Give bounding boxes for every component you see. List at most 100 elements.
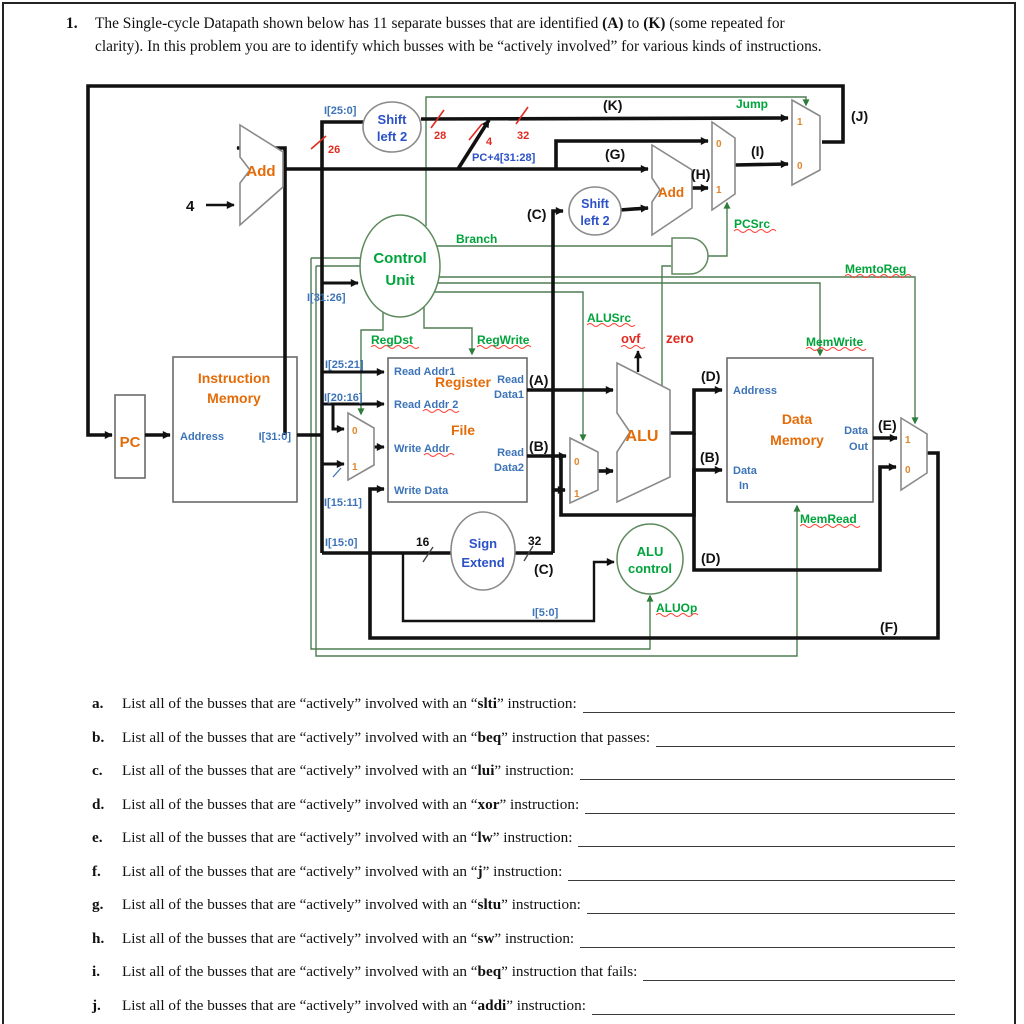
alusrc-signal-label: ALUSrc: [587, 311, 631, 325]
problem-text-seg: (some repeated for: [665, 15, 785, 32]
question-text-seg: List all of the busses that are “activel…: [122, 729, 478, 746]
question-text-seg: List all of the busses that are “activel…: [122, 930, 478, 947]
regdst-mux-1: 1: [352, 462, 358, 473]
instruction-memory-block: [172, 356, 298, 503]
alusrc-mux-1: 1: [574, 489, 580, 500]
answer-blank: [656, 730, 955, 747]
shift-left2-jump-oval: [362, 101, 422, 153]
problem-text-seg: The Single-cycle Datapath shown below ha…: [95, 15, 603, 32]
question-letter: g.: [92, 896, 104, 913]
question-text-seg: ” instruction:: [501, 896, 581, 913]
question-text: List all of the busses that are “activel…: [122, 997, 586, 1015]
alusrc-mux: [569, 436, 599, 505]
question-list: a. List all of the busses that are “activ…: [92, 692, 955, 1022]
instruction-name: slti: [477, 695, 497, 712]
sign-extend-label: Sign: [469, 536, 497, 551]
question-e: e.List all of the busses that are “activ…: [92, 826, 955, 847]
data-memory-label: Data: [782, 411, 813, 427]
question-c: c.List all of the busses that are “activ…: [92, 759, 955, 780]
function-units: [239, 98, 928, 595]
pc-label: PC: [120, 434, 141, 451]
question-d: d. List all of the busses that are “activ…: [92, 793, 955, 814]
control-unit-label2: Unit: [385, 272, 414, 289]
question-text: List all of the busses that are “activel…: [122, 896, 581, 914]
imem-out-port: I[31:0]: [259, 431, 292, 443]
instruction-name: lw: [477, 829, 493, 846]
question-text-seg: ” instruction:: [482, 863, 563, 880]
shift-left2-jump-label: Shift: [378, 112, 408, 127]
question-j: j.List all of the busses that are “activ…: [92, 994, 955, 1015]
regwrite-signal-label: RegWrite: [477, 333, 530, 347]
problem-text-seg: clarity). In this problem you are to ide…: [95, 37, 822, 55]
question-text-seg: ” instruction:: [499, 796, 580, 813]
pcsrc-mux: [711, 120, 736, 212]
question-text-seg: ” instruction:: [494, 930, 575, 947]
question-letter: a.: [92, 695, 104, 712]
instruction-name: j: [477, 863, 483, 880]
rf-read-addr2-port: Read Addr 2: [394, 399, 458, 411]
zero-wire: [661, 265, 671, 386]
question-letter: d.: [92, 796, 105, 813]
field-i15-11: I[15:11]: [324, 497, 362, 509]
bus-label-D: (D): [701, 368, 720, 384]
adder-pc4: [239, 123, 284, 227]
rf-read-addr1-port: Read Addr1: [394, 366, 455, 378]
question-text: List all of the busses that are “activel…: [122, 829, 572, 847]
pcsrc-signal-label: PCSrc: [734, 217, 770, 231]
dmem-data-out-port2: Out: [849, 441, 868, 453]
jump-mux: [791, 98, 821, 187]
question-text-seg: ” instruction that passes:: [501, 729, 651, 746]
question-text: List all of the busses that are “activel…: [122, 695, 577, 713]
width-32: 32: [517, 130, 529, 142]
memtoreg-mux: [900, 416, 928, 492]
bus-label-C: (C): [527, 206, 546, 222]
blocks: [114, 356, 874, 503]
question-text: List all of the busses that are “activel…: [122, 762, 574, 780]
bit-width-slashes: [310, 106, 534, 563]
bus-label-I: (I): [751, 143, 764, 159]
alusrc-mux-0: 0: [574, 457, 580, 468]
dmem-data-in-port: Data: [733, 465, 758, 477]
aluop-wire: [310, 257, 650, 650]
alu-result-bus-D: [670, 386, 723, 435]
rf-write-data-port: Write Data: [394, 485, 449, 497]
question-text-seg: List all of the busses that are “activel…: [122, 762, 478, 779]
shift-left2-branch-label: Shift: [581, 197, 610, 211]
answer-blank: [568, 864, 955, 881]
memread-signal-label: MemRead: [800, 512, 857, 526]
sign-extend-oval: [450, 511, 516, 591]
instruction-name: beq: [477, 729, 502, 746]
question-letter: b.: [92, 729, 105, 746]
question-letter: h.: [92, 930, 105, 947]
bus-label-F: (F): [880, 619, 898, 635]
sign-extend-label2: Extend: [461, 555, 504, 570]
branch-signal-label: Branch: [456, 232, 497, 246]
i20-16-to-mux-wire: [331, 404, 345, 433]
data-buses: [86, 84, 940, 640]
question-text-seg: List all of the busses that are “activel…: [122, 796, 478, 813]
sign-extend-out-bus-C: [515, 211, 563, 555]
control-unit-oval: [359, 214, 441, 318]
regdst-mux-0: 0: [352, 426, 358, 437]
question-h: h. List all of the busses that are “activ…: [92, 927, 955, 948]
question-text: List all of the busses that are “activel…: [122, 963, 637, 981]
bus-label-K: (K): [603, 97, 622, 113]
bus-label-B: (B): [529, 438, 548, 454]
question-b: b. List all of the busses that are “activ…: [92, 726, 955, 747]
question-text: List all of the busses that are “activel…: [122, 863, 562, 881]
question-text-seg: List all of the busses that are “activel…: [122, 695, 478, 712]
pcsrc-mux-1: 1: [716, 185, 722, 196]
regwrite-wire: [423, 307, 476, 356]
problem-statement: 1. The Single-cycle Datapath shown below…: [66, 13, 958, 58]
question-text: List all of the busses that are “activel…: [122, 796, 579, 814]
width-28: 28: [434, 130, 446, 142]
question-text-seg: List all of the busses that are “activel…: [122, 896, 478, 913]
question-text-seg: List all of the busses that are “activel…: [122, 829, 478, 846]
question-text-seg: ” instruction:: [492, 829, 573, 846]
question-text-seg: List all of the busses that are “activel…: [122, 963, 478, 980]
spellcheck-underlines: [370, 229, 912, 617]
question-letter: f.: [92, 863, 101, 880]
field-i15-0: I[15:0]: [325, 537, 358, 549]
zero-flag-label: zero: [666, 331, 694, 346]
memtoreg-mux-0: 0: [905, 465, 911, 476]
